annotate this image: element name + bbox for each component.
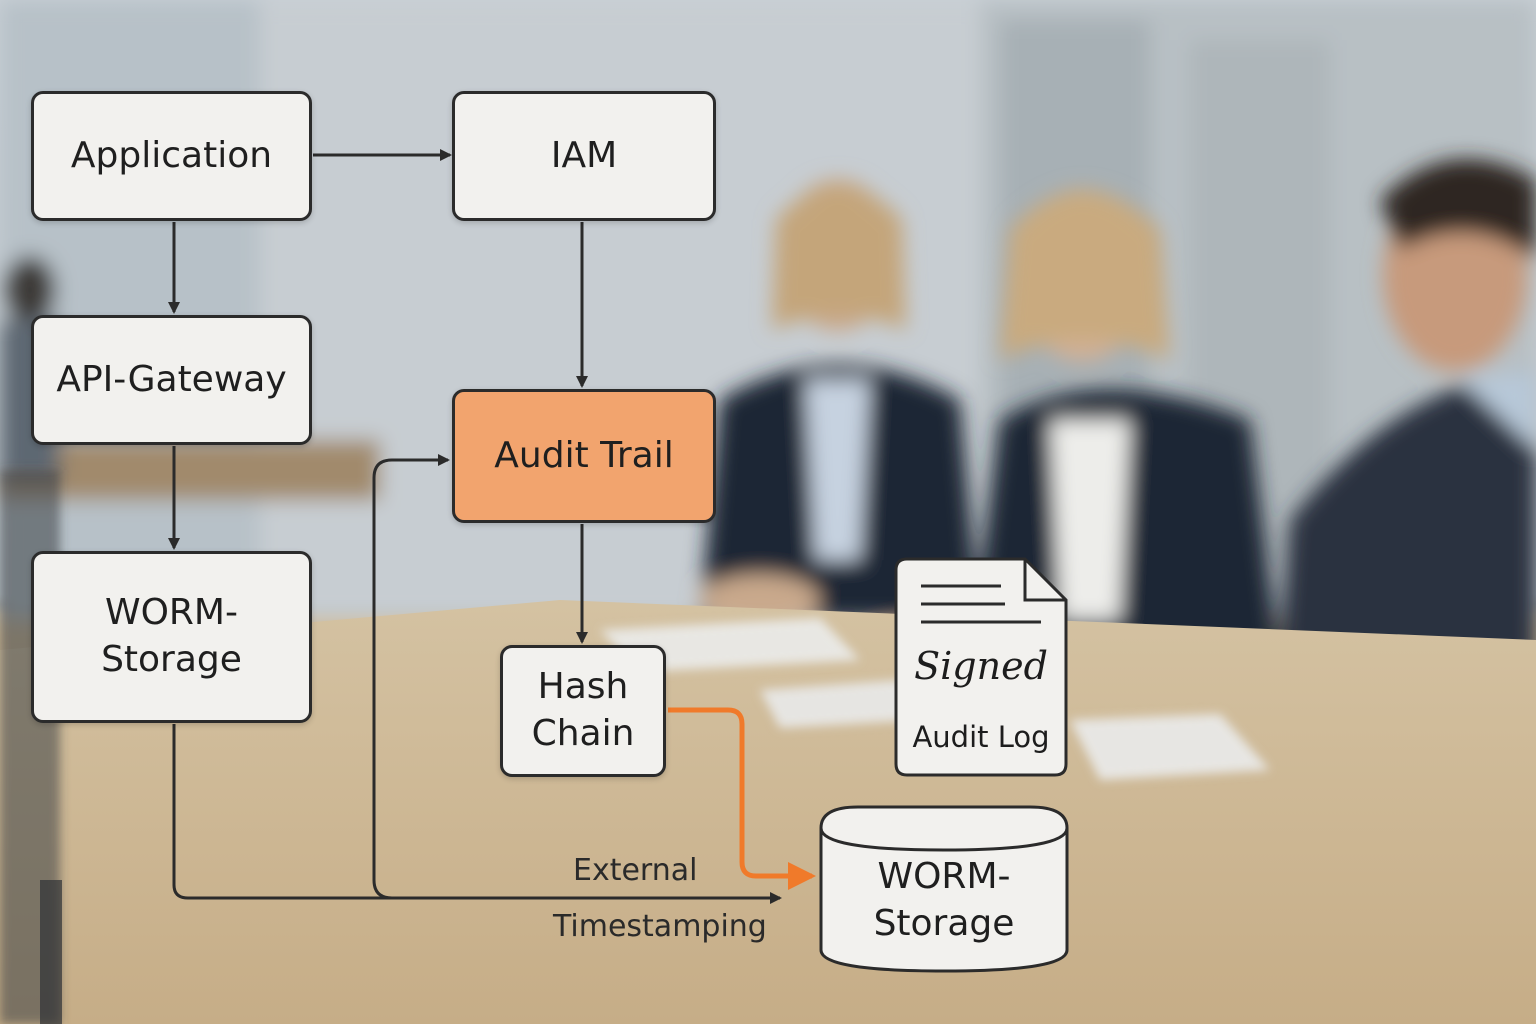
signed-audit-log-document: Signed Audit Log (893, 556, 1069, 778)
edge-timestamping-audit-trail (372, 454, 450, 900)
node-application-label: Application (70, 134, 273, 176)
node-hash-chain-label: Hash Chain (531, 666, 635, 754)
document-icon (894, 557, 1068, 777)
edge-label-external: External (573, 853, 698, 888)
node-worm-storage-database-label: WORM- Storage (873, 856, 1015, 944)
node-hash-chain: Hash Chain (500, 645, 666, 777)
node-iam: IAM (452, 91, 716, 221)
node-audit-trail: Audit Trail (452, 389, 716, 523)
edge-label-timestamping: Timestamping (553, 909, 767, 944)
node-audit-trail-label: Audit Trail (494, 434, 674, 476)
edge-hash-chain-worm-db (668, 707, 816, 890)
database-icon (819, 805, 1069, 973)
node-application: Application (31, 91, 312, 221)
node-worm-storage-label: WORM- Storage (101, 592, 242, 680)
node-api-gateway: API-Gateway (31, 315, 312, 445)
node-worm-storage: WORM- Storage (31, 551, 312, 723)
node-worm-storage-database: WORM- Storage (818, 804, 1070, 974)
signature-mark: Signed (914, 644, 1048, 688)
document-caption: Audit Log (912, 720, 1050, 754)
node-iam-label: IAM (550, 134, 618, 176)
edge-worm-storage-timestamping (172, 724, 782, 904)
node-api-gateway-label: API-Gateway (56, 358, 287, 400)
